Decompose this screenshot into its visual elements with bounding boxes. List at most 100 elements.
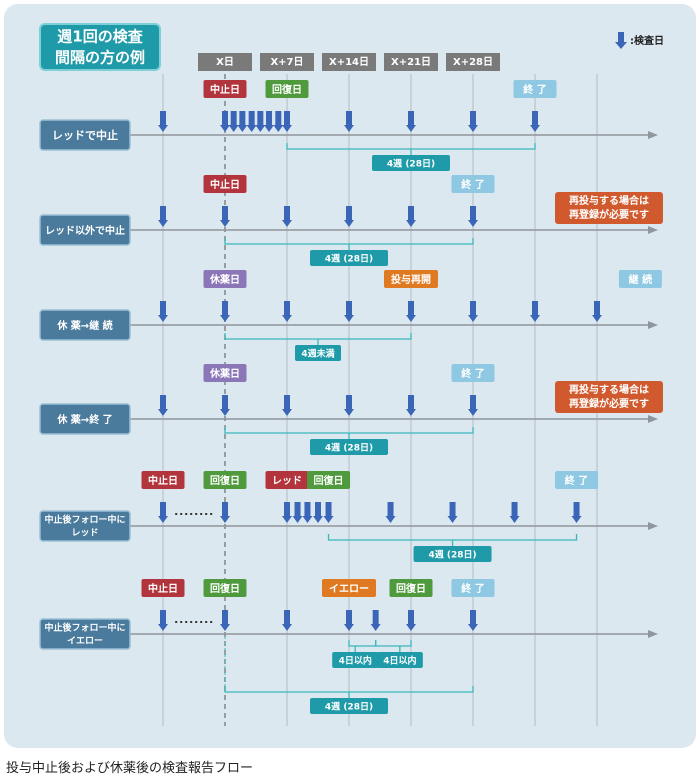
- interval-brace: [224, 427, 474, 439]
- column-header-label: X+14日: [329, 56, 369, 68]
- column-header-label: X+28日: [453, 56, 493, 68]
- status-tag-label: 終 了: [461, 178, 484, 191]
- exam-day-marker-icon: [344, 395, 354, 416]
- status-tag-label: 休薬日: [209, 367, 240, 380]
- status-tag-label: 休薬日: [209, 273, 240, 286]
- column-header-label: X日: [216, 56, 234, 68]
- status-tag: [141, 471, 185, 489]
- row-label: レッドで中止: [52, 128, 118, 142]
- row-label: レッド以外で中止: [45, 224, 125, 237]
- exam-day-marker-icon: [158, 610, 168, 631]
- exam-day-marker-icon: [406, 301, 416, 322]
- status-tag-label: 回復日: [210, 582, 240, 595]
- interval-brace: [327, 534, 578, 546]
- row-label-line-2: イエロー: [67, 636, 103, 647]
- exam-day-marker-icon: [158, 111, 168, 132]
- column-header-label: X+7日: [270, 56, 303, 68]
- title-line-1: 週1回の検査: [57, 28, 143, 46]
- exam-day-marker-icon: [344, 206, 354, 227]
- row-label-box: [39, 119, 131, 151]
- reregister-note-line-1: 再投与する場合は: [569, 194, 649, 207]
- reregister-note-line-2: 再登録が必要です: [569, 397, 649, 410]
- reregister-note-box: [555, 192, 663, 224]
- exam-day-marker-icon: [571, 502, 582, 523]
- row-label-line-2: レッド: [71, 528, 98, 539]
- interval-brace-label-box: [413, 546, 492, 562]
- exam-day-marker-icon: [385, 502, 396, 523]
- sub-interval-brace-label: 4日以内: [339, 655, 372, 667]
- interval-brace-label-box: [372, 155, 450, 171]
- timeline-arrowhead-icon: [648, 226, 658, 234]
- exam-day-marker-icon: [255, 111, 266, 132]
- interval-brace: [224, 333, 412, 345]
- legend-label: :検査日: [630, 34, 664, 47]
- exam-day-marker-icon: [344, 111, 354, 132]
- exam-day-marker-icon: [468, 301, 478, 322]
- exam-day-marker-icon: [592, 301, 602, 322]
- status-tag: [451, 364, 495, 382]
- interval-brace-label-box: [310, 698, 388, 714]
- exam-day-marker-icon: [273, 111, 284, 132]
- status-tag-label: 中止日: [148, 474, 178, 487]
- exam-day-marker-icon: [246, 111, 257, 132]
- status-tag: [384, 270, 438, 288]
- status-tag-label: イエロー: [329, 583, 369, 595]
- status-tag-label: 継 続: [629, 273, 652, 286]
- column-header-box: [384, 53, 438, 71]
- exam-day-marker-icon: [220, 206, 230, 227]
- status-tag: [513, 80, 557, 98]
- interval-brace-label-box: [310, 250, 388, 266]
- row-label-box: [39, 618, 131, 650]
- status-tag: [389, 579, 433, 597]
- exam-day-marker-icon: [468, 610, 478, 631]
- status-tag: [203, 471, 247, 489]
- exam-day-marker-icon: [468, 206, 478, 227]
- exam-day-marker-icon: [158, 395, 168, 416]
- interval-brace-label: 4週 (28日): [325, 254, 373, 265]
- exam-day-marker-icon: [282, 395, 292, 416]
- row-label-line-1: 中止後フォロー中に: [44, 514, 125, 526]
- exam-day-marker-icon: [615, 32, 627, 49]
- interval-brace-label: 4週 (28日): [325, 443, 373, 454]
- status-tag: [451, 175, 495, 193]
- status-tag-label: 中止日: [148, 582, 178, 595]
- status-tag: [618, 270, 662, 288]
- exam-day-marker-icon: [313, 502, 323, 523]
- status-tag-label: 回復日: [272, 83, 302, 96]
- status-tag: [141, 579, 185, 597]
- exam-day-marker-icon: [158, 206, 168, 227]
- column-header-box: [198, 53, 252, 71]
- exam-day-marker-icon: [220, 301, 230, 322]
- status-tag: [451, 579, 495, 597]
- status-tag: [265, 80, 309, 98]
- status-tag-label: 回復日: [314, 474, 344, 487]
- timeline-arrowhead-icon: [648, 630, 658, 638]
- exam-day-marker-icon: [530, 111, 540, 132]
- status-tag: [203, 579, 247, 597]
- interval-brace-label: 4週 (28日): [387, 159, 435, 170]
- status-tag: [203, 270, 247, 288]
- interval-brace-label: 4週 (28日): [325, 702, 373, 713]
- exam-day-marker-icon: [228, 111, 239, 132]
- exam-day-marker-icon: [530, 301, 540, 322]
- exam-day-marker-icon: [220, 502, 230, 523]
- title-line-2: 間隔の方の例: [55, 49, 145, 67]
- row-label-line-1: 中止後フォロー中に: [44, 622, 125, 634]
- exam-day-marker-icon: [370, 610, 381, 631]
- status-tag-label: 回復日: [396, 582, 426, 595]
- exam-day-marker-icon: [282, 111, 292, 132]
- exam-day-marker-icon: [264, 111, 275, 132]
- row-label-box: [39, 403, 131, 435]
- status-tag: [203, 80, 247, 98]
- panel-background: [4, 4, 696, 748]
- sub-interval-brace-label-box: [376, 652, 423, 668]
- interval-brace-label-box: [295, 345, 341, 361]
- exam-day-marker-icon: [220, 111, 230, 132]
- timeline-arrowhead-icon: [648, 415, 658, 423]
- sub-interval-brace-label-box: [332, 652, 379, 668]
- exam-day-marker-icon: [282, 502, 292, 523]
- status-tag: [203, 175, 247, 193]
- exam-day-marker-icon: [220, 395, 230, 416]
- exam-day-marker-icon: [158, 502, 168, 523]
